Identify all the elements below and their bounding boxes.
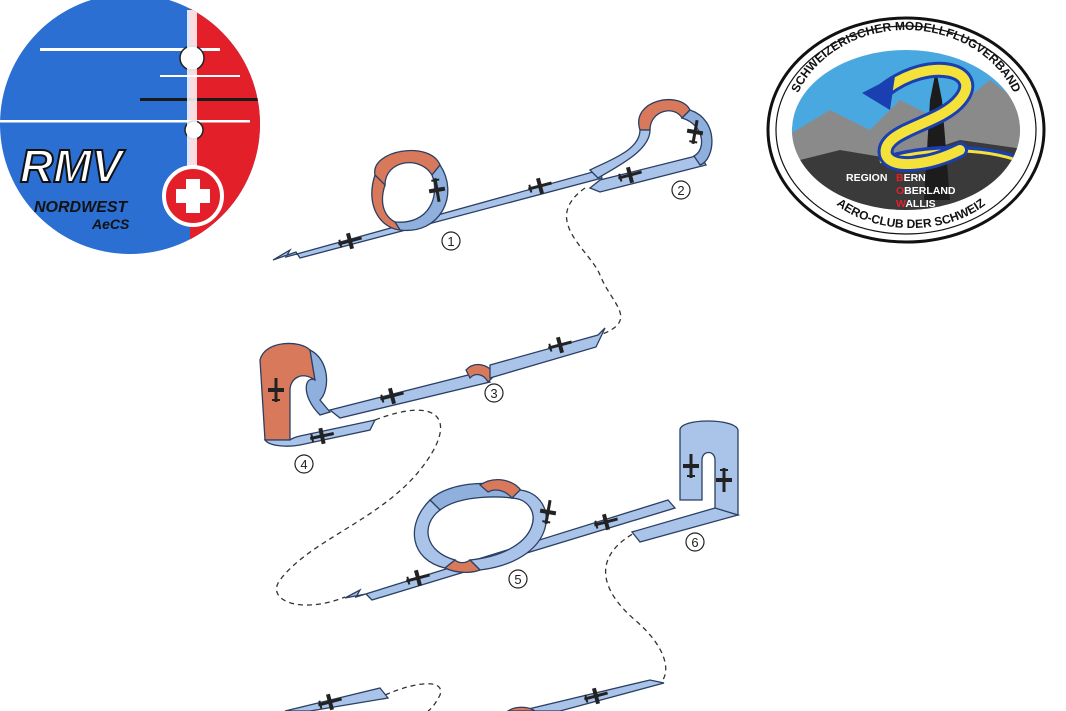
smv-logo: SCHWEIZERISCHER MODELLFLUGVERBAND AERO-C… [766,16,1046,244]
plane-icon [716,468,732,492]
figure-2-humpty [588,98,713,193]
region-label: REGION [846,172,887,184]
marker-4-label: 4 [300,457,307,472]
figure-marker-1: 1 [441,231,461,251]
marker-3-label: 3 [490,386,497,401]
figure-7-partial [284,679,665,711]
marker-2-label: 2 [677,183,684,198]
plane-icon [539,499,557,525]
marker-5-label: 5 [514,572,521,587]
figure-marker-2: 2 [671,180,691,200]
plane-icon [268,378,284,402]
plane-icon [309,427,335,445]
region-rest-berland: BERLAND [904,185,956,197]
region-rest-allis: ALLIS [905,198,935,210]
nordwest-text: NORDWEST [34,199,129,216]
plane-icon [584,687,608,705]
connector-6-7 [604,529,667,684]
connector-bottom [384,683,442,711]
plane-icon [380,387,404,405]
plane-icon [428,177,446,203]
marker-1-label: 1 [447,234,454,249]
region-initial-o: O [896,185,904,197]
plane-icon [618,166,642,184]
svg-text:BERN: BERN [896,172,926,184]
plane-icons [268,119,732,711]
figure-1-loop [272,149,603,261]
figure-3-roll [328,327,606,419]
connector-4-5 [275,409,442,606]
plane-icon [318,693,342,711]
figure-marker-4: 4 [294,454,314,474]
aecs-text: AeCS [91,216,130,232]
region-rest-ern: ERN [904,172,926,184]
plane-icon [528,177,552,195]
svg-text:OBERLAND: OBERLAND [896,185,956,197]
plane-icon [338,232,362,250]
region-initial-b: B [896,172,904,184]
yellow-arrow-icon [862,61,975,173]
region-initial-w: W [896,198,906,210]
plane-icon [683,454,699,478]
marker-6-label: 6 [691,535,698,550]
swiss-cross-icon [162,165,224,227]
svg-text:WALLIS: WALLIS [896,198,936,210]
figure-6-stall-turn [630,420,741,543]
rmv-nordwest-logo: RMV NORDWEST AeCS [0,0,260,254]
figure-marker-3: 3 [484,383,504,403]
connector-2-3 [566,187,622,336]
rmv-logo-text: RMV [20,140,126,192]
plane-icon [548,336,572,354]
figure-marker-5: 5 [508,569,528,589]
plane-icon [406,569,430,587]
plane-icon [686,119,704,145]
plane-icon [594,513,618,531]
figure-marker-6: 6 [685,532,705,552]
